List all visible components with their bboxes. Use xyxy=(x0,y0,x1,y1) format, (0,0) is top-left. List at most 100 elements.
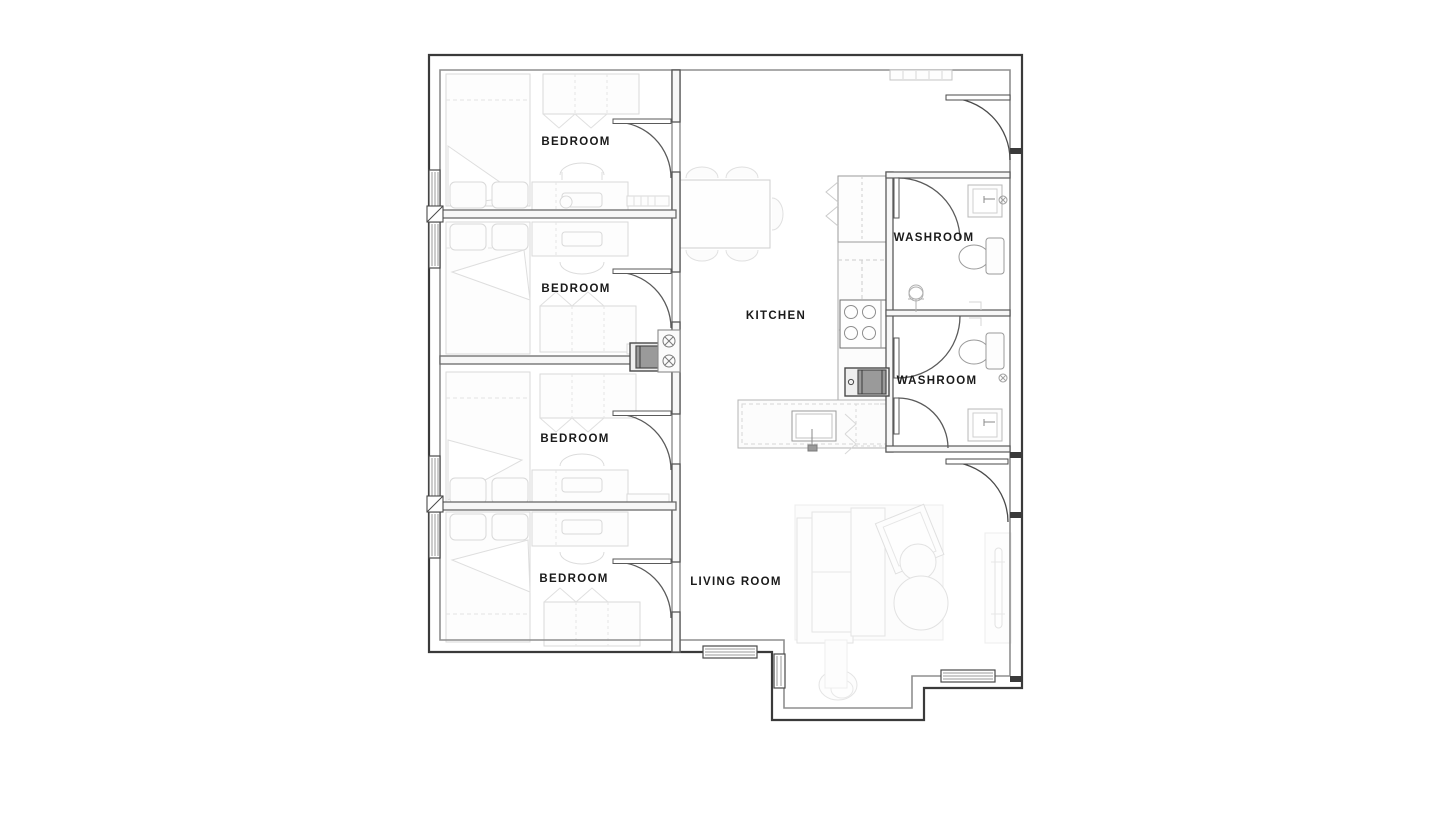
stove-burner xyxy=(862,305,876,319)
door-washroom-1[interactable] xyxy=(893,177,961,241)
wall-segment xyxy=(671,171,681,273)
wall-return xyxy=(1010,512,1023,518)
stove-burner xyxy=(862,326,876,340)
door-washroom-2[interactable] xyxy=(893,315,961,379)
wardrobe-swing xyxy=(575,587,609,603)
stove-burner xyxy=(844,305,858,319)
dining-table xyxy=(679,179,771,249)
washroom-1-fixtures xyxy=(908,184,1008,312)
desk-chair xyxy=(559,261,605,275)
nightstand xyxy=(449,513,487,541)
door-bedroom-3[interactable] xyxy=(612,410,672,471)
wardrobe-swing xyxy=(539,417,573,433)
bedroom-divider-1 xyxy=(439,209,677,219)
dining-chair xyxy=(685,166,719,179)
nightstand xyxy=(491,513,529,541)
wardrobe-swing xyxy=(542,113,576,129)
window-layer xyxy=(426,169,996,689)
washroom-north-wall xyxy=(885,171,1011,179)
washer-dryer-2 xyxy=(844,367,890,397)
room-label-kitchen: KITCHEN xyxy=(746,310,806,322)
window-left-2 xyxy=(428,221,441,269)
wall-return xyxy=(1010,148,1023,154)
window-mullion-marker xyxy=(426,495,444,513)
wall-return xyxy=(1010,452,1023,458)
wall-segment xyxy=(671,69,681,123)
entry-closet xyxy=(889,69,953,81)
washroom-2-fixtures xyxy=(908,286,1008,442)
room-label-bedroom-4: BEDROOM xyxy=(539,573,608,585)
room-label-bedroom-3: BEDROOM xyxy=(540,433,609,445)
dining-set xyxy=(679,166,784,262)
window-bottom-2 xyxy=(940,669,996,683)
room-label-washroom-2: WASHROOM xyxy=(897,375,978,387)
wardrobe xyxy=(543,601,641,647)
bedroom-4-furniture xyxy=(445,511,641,647)
bed-duvet xyxy=(450,539,531,593)
room-label-bedroom-1: BEDROOM xyxy=(541,136,610,148)
dining-chair xyxy=(685,249,719,262)
ceiling-fixture xyxy=(998,373,1008,383)
entry-door-main[interactable] xyxy=(945,94,1011,161)
window-mullion-marker xyxy=(426,205,444,223)
desk-chair xyxy=(559,453,605,467)
door-washroom-2-lower[interactable] xyxy=(893,397,949,449)
room-label-layer: BEDROOM BEDROOM BEDROOM BEDROOM KITCHEN … xyxy=(539,136,978,588)
wall-segment xyxy=(671,611,681,653)
dining-chair xyxy=(725,249,759,262)
entry-door-secondary[interactable] xyxy=(945,458,1009,523)
bathroom-fixtures xyxy=(908,184,1008,442)
washroom-mid-wall xyxy=(885,309,1011,317)
dining-chair xyxy=(771,197,784,231)
door-bedroom-2[interactable] xyxy=(612,268,672,329)
washer-dryer-1 xyxy=(629,329,681,373)
desk-chair xyxy=(559,162,605,176)
room-label-living-room: LIVING ROOM xyxy=(690,576,782,588)
side-table xyxy=(899,543,937,581)
nightstand xyxy=(491,223,529,251)
lamp-stem xyxy=(824,639,848,689)
nightstand xyxy=(449,223,487,251)
exterior-wall-inner xyxy=(439,69,1011,709)
dining-chair xyxy=(725,166,759,179)
room-label-bedroom-2: BEDROOM xyxy=(541,283,610,295)
refrigerator xyxy=(825,175,887,243)
door-bedroom-1[interactable] xyxy=(612,118,672,179)
door-layer xyxy=(612,94,1011,619)
window-left-4 xyxy=(428,511,441,559)
wall-niche xyxy=(969,301,982,310)
wall-segment xyxy=(671,463,681,563)
desk-monitor xyxy=(561,231,603,247)
kitchen-layer xyxy=(737,175,891,455)
stove xyxy=(839,299,887,349)
toilet xyxy=(958,332,1005,370)
wardrobe-swing xyxy=(571,417,605,433)
toilet-tank xyxy=(985,237,1005,275)
towel-hook xyxy=(908,286,924,302)
appliance-drum xyxy=(857,369,887,395)
window-bottom-1 xyxy=(702,645,758,659)
wardrobe-swing xyxy=(571,291,605,307)
tv-stand xyxy=(994,547,1003,629)
wall-niche xyxy=(969,317,982,326)
living-room-furniture xyxy=(794,503,1012,701)
toilet xyxy=(958,237,1005,275)
wall-return xyxy=(1010,676,1023,682)
desk-monitor xyxy=(561,477,603,493)
window-left-3 xyxy=(428,455,441,503)
wardrobe-swing xyxy=(543,587,577,603)
bedroom-2-furniture xyxy=(445,221,670,355)
door-bedroom-4[interactable] xyxy=(612,558,672,619)
toilet-tank xyxy=(985,332,1005,370)
wardrobe-swing xyxy=(539,291,573,307)
nightstand xyxy=(491,477,529,505)
window-step xyxy=(773,653,786,689)
stove-burner xyxy=(844,326,858,340)
desk-monitor xyxy=(561,519,603,535)
ceiling-fixture xyxy=(998,195,1008,205)
desk-chair xyxy=(559,551,605,565)
exterior-wall-outer xyxy=(427,53,1024,722)
